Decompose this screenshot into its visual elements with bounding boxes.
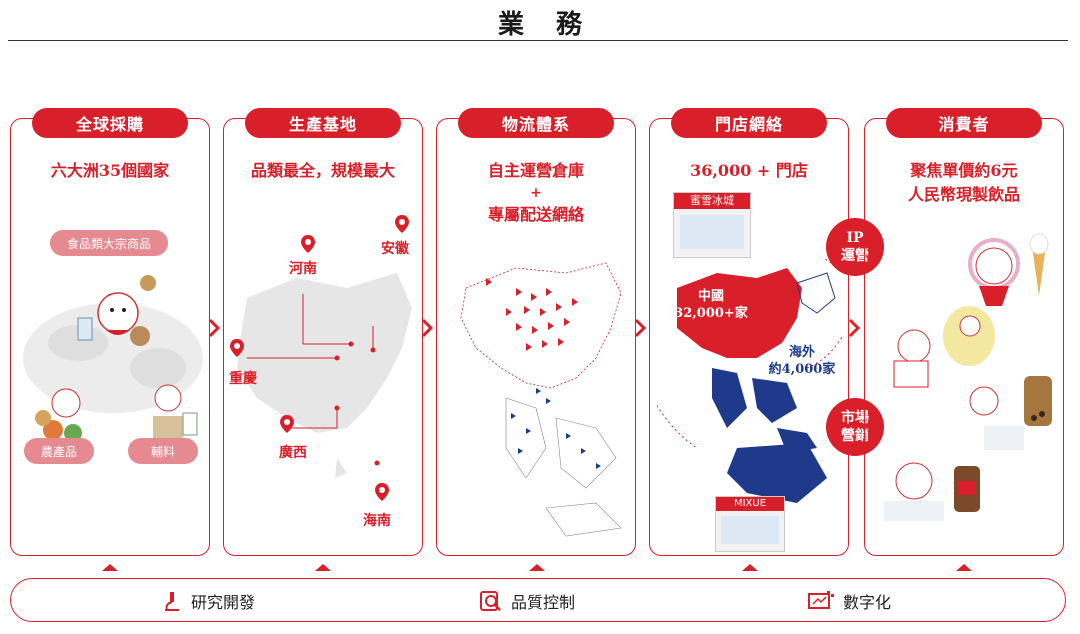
store-front-image: MIXUE — [715, 496, 785, 552]
location-pin-icon — [375, 483, 389, 501]
chevron-right-icon — [208, 318, 221, 338]
badge-line: 營銷 — [841, 428, 869, 444]
asia-pacific-map — [657, 258, 843, 503]
location-label-henan: 河南 — [289, 261, 317, 277]
panel-header: 門店網絡 — [671, 108, 827, 138]
overseas-label: 海外 — [788, 345, 815, 360]
panel-header: 物流體系 — [458, 108, 614, 138]
location-pin-icon — [395, 215, 409, 233]
capability-digital: 數字化 — [807, 589, 891, 613]
panel-subtitle: 聚焦單價約6元 — [910, 161, 1018, 180]
badge-line: 運營 — [841, 248, 869, 264]
capability-label: 數字化 — [843, 593, 892, 612]
china-store-label: 中國 32,000+家 — [671, 288, 751, 322]
location-label-hainan: 海南 — [363, 513, 391, 529]
panel-store-network: 門店網絡 36,000 + 門店 蜜雪冰城 中國 32,000+家 海外 約4,… — [649, 108, 851, 556]
world-map-illustration — [23, 275, 203, 442]
badge-marketing: 市場 營銷 — [826, 398, 884, 456]
capability-rnd: 研究開發 — [161, 589, 255, 613]
capability-label: 研究開發 — [191, 593, 256, 612]
chevron-up-icon — [315, 564, 331, 571]
location-label-anhui: 安徽 — [381, 241, 409, 257]
panel-subtitle: 自主運營倉庫 — [487, 161, 584, 180]
panel-subtitle-2: 專屬配送網絡 — [487, 205, 584, 224]
location-pin-icon — [301, 235, 315, 253]
capability-label: 品質控制 — [511, 593, 576, 612]
panel-subtitle: 六大洲35個國家 — [50, 161, 170, 180]
panel-subtitle: 36,000 + 門店 — [690, 161, 808, 180]
tag-agricultural: 農產品 — [24, 438, 94, 464]
badge-ip-operation: IP 運營 — [826, 218, 884, 276]
panel-header: 消費者 — [886, 108, 1042, 138]
china-map-illustration — [237, 273, 412, 478]
chevron-up-icon — [742, 564, 758, 571]
chevron-right-icon — [634, 318, 647, 338]
digital-icon — [808, 591, 834, 609]
location-pin-icon — [230, 339, 244, 357]
title-divider — [8, 40, 1068, 41]
capability-quality: 品質控制 — [479, 589, 575, 613]
drinks-mascot-illustration — [884, 233, 1052, 521]
panel-subtitle-plus: + — [530, 185, 542, 201]
badge-line: 市場 — [841, 410, 869, 426]
overseas-store-label: 海外 約4,000家 — [767, 344, 837, 378]
location-label-guangxi: 廣西 — [279, 445, 307, 461]
asia-logistics-map — [460, 262, 622, 537]
chevron-up-icon — [956, 564, 972, 571]
panel-header: 生產基地 — [245, 108, 401, 138]
overseas-count: 約4,000家 — [768, 362, 836, 377]
china-count: 32,000+家 — [674, 306, 748, 321]
store-sign: MIXUE — [716, 497, 784, 511]
capabilities-bar: 研究開發 品質控制 數字化 — [10, 578, 1066, 622]
tag-bulk-food: 食品類大宗商品 — [50, 230, 168, 256]
panel-header: 全球採購 — [32, 108, 188, 138]
panel-consumers: 消費者 聚焦單價約6元 人民幣現製飲品 — [864, 108, 1066, 556]
panel-subtitle-2: 人民幣現製飲品 — [907, 185, 1020, 204]
chevron-up-icon — [102, 564, 118, 571]
panel-logistics: 物流體系 自主運營倉庫 + 專屬配送網絡 — [436, 108, 638, 556]
chevron-right-icon — [848, 318, 861, 338]
page-title: 業務 — [497, 10, 614, 40]
badge-line: IP — [846, 230, 864, 246]
microscope-icon — [165, 592, 179, 611]
panel-production: 生產基地 品類最全，規模最大 河南 安徽 重慶 廣西 海南 — [223, 108, 425, 556]
location-pin-icon — [280, 415, 294, 433]
panel-subtitle: 品類最全，規模最大 — [250, 161, 395, 180]
chevron-right-icon — [421, 318, 434, 338]
china-label: 中國 — [697, 289, 724, 304]
store-front-image: 蜜雪冰城 — [673, 192, 751, 258]
tag-auxiliary: 輔料 — [128, 438, 198, 464]
magnifier-icon — [480, 591, 501, 611]
location-label-chongqing: 重慶 — [229, 371, 257, 387]
chevron-up-icon — [529, 564, 545, 571]
store-sign: 蜜雪冰城 — [674, 193, 750, 209]
panel-global-sourcing: 全球採購 六大洲35個國家 食品類大宗商品 農產品 輔料 — [10, 108, 212, 556]
